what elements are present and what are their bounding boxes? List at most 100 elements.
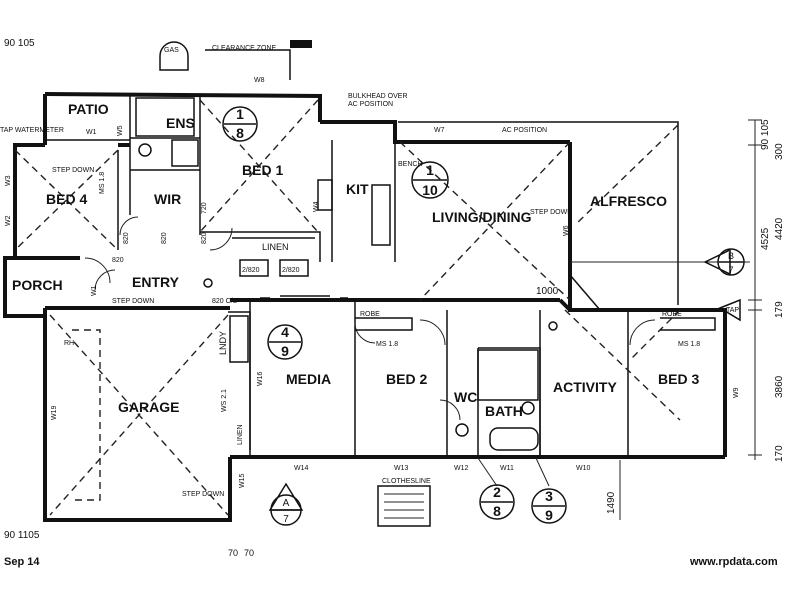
room-activity: ACTIVITY xyxy=(553,379,617,395)
clearance-zone-line xyxy=(205,49,291,80)
room-lndy: LNDY xyxy=(218,331,228,355)
room-garage: GARAGE xyxy=(118,399,179,415)
room-bed4: BED 4 xyxy=(46,191,87,207)
door-size-2: 820 xyxy=(123,232,130,244)
room-alfresco: ALFRESCO xyxy=(590,193,667,209)
roof-lines xyxy=(14,99,681,516)
exterior-walls xyxy=(3,92,727,522)
dim-right-f: 3860 xyxy=(774,375,785,398)
dimension-lines xyxy=(570,119,762,520)
note-step-down-porch: STEP DOWN xyxy=(112,298,154,305)
note-gas: GAS xyxy=(164,47,179,54)
marker-den: 7 xyxy=(728,265,733,275)
meter-icon xyxy=(548,321,558,331)
marker-num: A xyxy=(283,498,290,509)
note-ms18-bed2: MS 1.8 xyxy=(376,341,398,348)
fixtures xyxy=(135,40,741,527)
door-size-1: 820 xyxy=(112,257,124,264)
section-marker-3-9: 3 9 xyxy=(531,457,567,524)
tap-marker xyxy=(718,298,741,322)
dim-bottom-1490: 1490 xyxy=(606,491,617,514)
window-w12: W12 xyxy=(454,465,469,472)
room-bed2: BED 2 xyxy=(386,371,427,387)
bathtub xyxy=(489,427,539,451)
window-w13: W13 xyxy=(394,465,409,472)
note-rh: RH xyxy=(64,340,74,347)
window-w1-patio: W1 xyxy=(86,129,97,136)
window-w15: W15 xyxy=(239,474,246,489)
note-robe-2: ROBE xyxy=(662,311,682,318)
gas-meter-icon xyxy=(159,41,189,71)
room-bed3: BED 3 xyxy=(658,371,699,387)
window-w5: W5 xyxy=(117,125,124,136)
clothesline-fixture xyxy=(377,485,431,527)
note-robe-1: ROBE xyxy=(360,311,380,318)
door-swings xyxy=(84,216,656,421)
note-step-down-living: STEP DOWN xyxy=(530,209,572,216)
dim-right-b: 300 xyxy=(774,143,785,160)
door-size-4: 820 xyxy=(201,232,208,244)
dim-mid-1000: 1000 xyxy=(536,286,559,297)
marker-num: 1 xyxy=(236,106,244,122)
ensuite-tiles xyxy=(171,139,199,167)
footer-date: Sep 14 xyxy=(4,556,40,568)
marker-num: 4 xyxy=(281,324,289,340)
room-porch: PORCH xyxy=(12,277,63,293)
note-step-down-garage: STEP DOWN xyxy=(182,491,224,498)
room-wc: WC xyxy=(454,389,477,405)
dim-right-g: 170 xyxy=(774,445,785,462)
section-marker-b-7: B 7 xyxy=(703,248,745,276)
dim-right-c: 4525 xyxy=(760,227,771,250)
marker-den: 9 xyxy=(545,507,553,523)
note-step-down-bed4: STEP DOWN xyxy=(52,167,94,174)
dim-right-d: 4420 xyxy=(774,217,785,240)
basin-icon xyxy=(521,401,535,415)
dim-right-a: 90 105 xyxy=(760,119,771,150)
room-living-dining: LIVING/DINING xyxy=(432,209,532,225)
marker-den: 9 xyxy=(281,343,289,359)
window-w8: W8 xyxy=(254,77,265,84)
note-bench: BENCH xyxy=(398,161,423,168)
section-marker-2-8: 2 8 xyxy=(477,457,515,520)
marker-den: 8 xyxy=(236,125,244,141)
note-clearance-zone: CLEARANCE ZONE xyxy=(212,45,277,52)
dim-bottom-70b: 70 xyxy=(244,548,254,558)
window-w3: W3 xyxy=(5,175,12,186)
room-patio: PATIO xyxy=(68,101,109,117)
section-marker-1-10: 1 10 xyxy=(411,161,449,199)
note-bulkhead: BULKHEAD OVER xyxy=(348,93,408,100)
shower xyxy=(135,97,195,137)
section-marker-a-7: A 7 xyxy=(268,482,304,526)
flag-marker xyxy=(290,40,312,48)
linen-door xyxy=(279,259,309,277)
note-clothesline: CLOTHESLINE xyxy=(382,478,431,485)
window-w14: W14 xyxy=(294,465,309,472)
room-linen: LINEN xyxy=(262,242,289,252)
note-ac-position: AC POSITION xyxy=(348,101,393,108)
marker-num: 3 xyxy=(545,488,553,504)
note-linen-small: LINEN xyxy=(237,424,244,445)
note-ws21: WS 2.1 xyxy=(221,389,228,412)
section-marker-1-8: 1 8 xyxy=(222,106,258,142)
window-w10: W10 xyxy=(576,465,591,472)
note-ac-position-2: AC POSITION xyxy=(502,127,547,134)
marker-den: 8 xyxy=(493,503,501,519)
marker-num: 2 xyxy=(493,484,501,500)
wc-toilet-icon xyxy=(455,423,469,437)
window-w4: W4 xyxy=(313,201,320,212)
note-tap-watermeter: TAP WATERMETER xyxy=(0,127,64,134)
note-ms18-bed3: MS 1.8 xyxy=(678,341,700,348)
marker-den: 10 xyxy=(422,182,438,198)
note-ms18-bed4: MS 1.8 xyxy=(99,172,106,194)
footer-source: www.rpdata.com xyxy=(689,556,778,568)
window-w2: W2 xyxy=(5,215,12,226)
window-w6: W6 xyxy=(563,225,570,236)
door-size-3: 820 xyxy=(161,232,168,244)
marker-num: 1 xyxy=(426,162,434,178)
door-size-5: 2/820 xyxy=(242,267,260,274)
window-w9: W9 xyxy=(733,387,740,398)
dim-right-e: 179 xyxy=(774,301,785,318)
bath-shower xyxy=(477,349,539,401)
marker-num: B xyxy=(728,251,734,261)
window-w7: W7 xyxy=(434,127,445,134)
